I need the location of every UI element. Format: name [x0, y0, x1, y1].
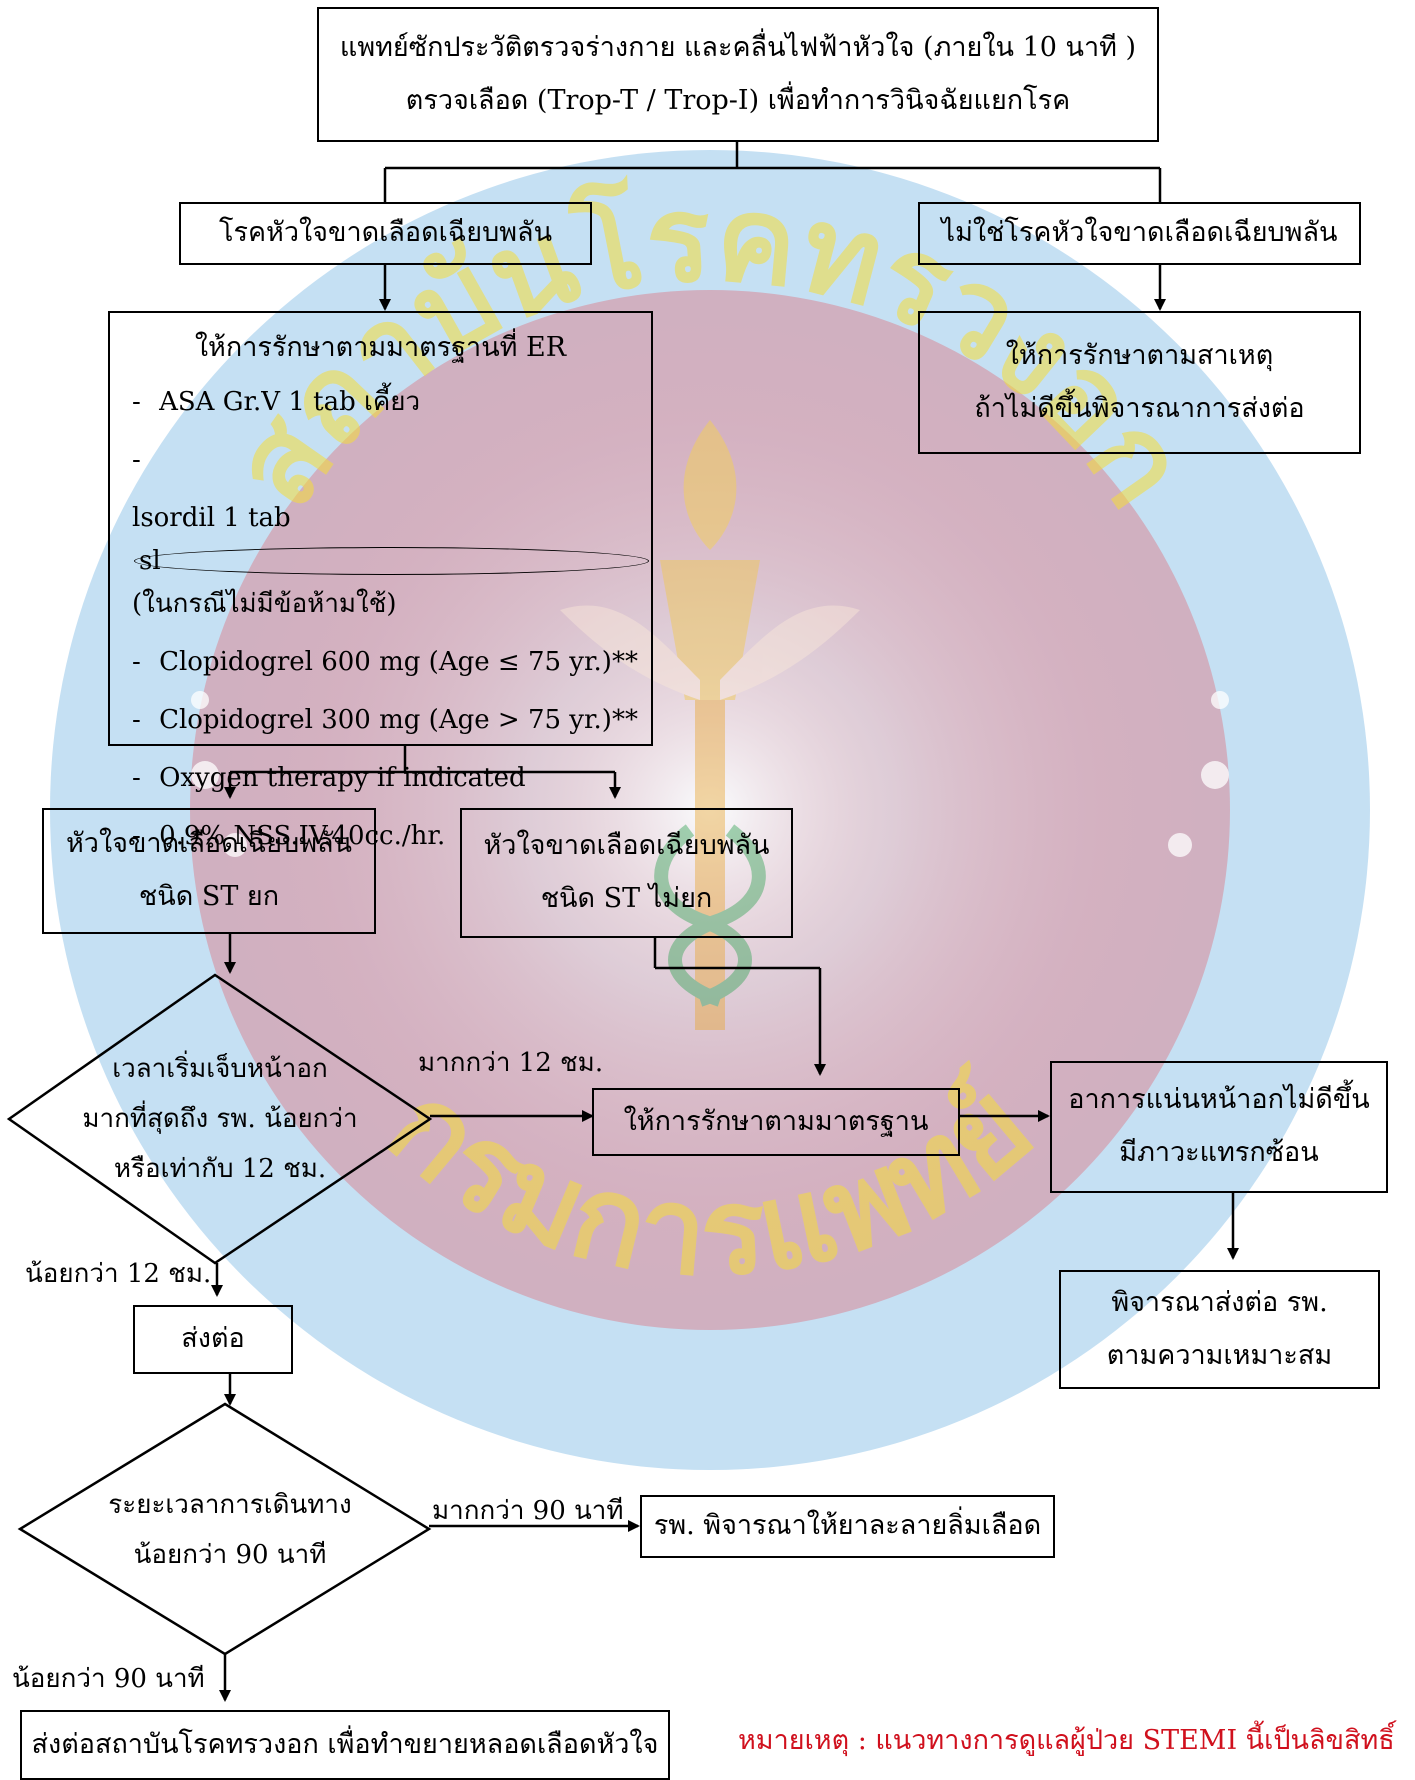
box-refer-label: ส่งต่อ [181, 1323, 245, 1355]
box-nstemi-line1: หัวใจขาดเลือดเฉียบพลัน [483, 830, 770, 862]
box-non-acs-label: ไม่ใช่โรคหัวใจขาดเลือดเฉียบพลัน [941, 217, 1338, 249]
box-history-ecg-line1: แพทย์ซักประวัติตรวจร่างกาย และคลื่นไฟฟ้า… [339, 31, 1137, 63]
box-thrombolytic-label: รพ. พิจารณาให้ยาละลายลิ่มเลือด [653, 1510, 1042, 1542]
er-item-nss: 0.9% NSS.IV.40cc./hr. [132, 807, 651, 865]
er-item-clopidogrel-300: Clopidogrel 300 mg (Age > 75 yr.)** [132, 691, 651, 749]
box-acs: โรคหัวใจขาดเลือดเฉียบพลัน [179, 202, 592, 265]
box-stemi-line1: หัวใจขาดเลือดเฉียบพลัน [65, 828, 353, 860]
er-treatment-list: ASA Gr.V 1 tab เคี้ยว lsordil 1 tab sl (ใน… [110, 373, 651, 865]
er-item-oxygen: Oxygen therapy if indicated [132, 749, 651, 807]
box-acs-label: โรคหัวใจขาดเลือดเฉียบพลัน [218, 217, 553, 249]
edge-label-less-90min: น้อยกว่า 90 นาที [12, 1664, 205, 1694]
box-refer: ส่งต่อ [133, 1305, 293, 1374]
box-consider-refer-line1: พิจารณาส่งต่อ รพ. [1111, 1286, 1328, 1318]
box-thrombolytic: รพ. พิจารณาให้ยาละลายลิ่มเลือด [640, 1495, 1055, 1558]
box-stemi: หัวใจขาดเลือดเฉียบพลัน ชนิด ST ยก [42, 808, 376, 934]
er-item-clopidogrel-600: Clopidogrel 600 mg (Age ≤ 75 yr.)** [132, 633, 651, 691]
box-treat-cause: ให้การรักษาตามสาเหตุ ถ้าไม่ดีขึ้นพิจารณา… [918, 311, 1361, 454]
box-consider-refer: พิจารณาส่งต่อ รพ. ตามความเหมาะสม [1059, 1270, 1380, 1389]
box-consider-refer-line2: ตามความเหมาะสม [1106, 1339, 1333, 1371]
decision-chest-pain-line3: หรือเท่ากับ 12 ชม. [113, 1154, 327, 1184]
decision-travel-time-line1: ระยะเวลาการเดินทาง [108, 1490, 352, 1520]
box-treat-cause-line1: ให้การรักษาตามสาเหตุ [1005, 339, 1274, 371]
decision-chest-pain-line2: มากที่สุดถึง รพ. น้อยกว่า [82, 1104, 358, 1134]
er-item-isordil-note: (ในกรณีไม่มีข้อห้ามใช้) [132, 589, 397, 619]
box-non-acs: ไม่ใช่โรคหัวใจขาดเลือดเฉียบพลัน [918, 202, 1361, 265]
box-not-improve: อาการแน่นหน้าอกไม่ดีขึ้น มีภาวะแทรกซ้อน [1050, 1061, 1388, 1193]
edge-label-less-12h: น้อยกว่า 12 ชม. [25, 1259, 212, 1289]
box-not-improve-line2: มีภาวะแทรกซ้อน [1119, 1137, 1319, 1168]
edge-label-more-12h: มากกว่า 12 ชม. [418, 1048, 604, 1078]
box-nstemi: หัวใจขาดเลือดเฉียบพลัน ชนิด ST ไม่ยก [460, 808, 793, 938]
box-refer-chest-institute: ส่งต่อสถาบันโรคทรวงอก เพื่อทำขยายหลอดเลื… [20, 1710, 670, 1780]
box-history-ecg-line2: ตรวจเลือด (Trop-T / Trop-I) เพื่อทำการวิ… [405, 84, 1071, 116]
sublingual-badge: sl [134, 547, 649, 575]
er-item-isordil-text: lsordil 1 tab [132, 503, 291, 533]
box-stemi-line2: ชนิด ST ยก [138, 881, 280, 912]
decision-chest-pain-line1: เวลาเริ่มเจ็บหน้าอก [112, 1054, 328, 1084]
box-standard-er: ให้การรักษาตามมาตรฐานที่ ER ASA Gr.V 1 t… [108, 311, 653, 851]
decision-travel-time-line2: น้อยกว่า 90 นาที [133, 1540, 327, 1570]
er-item-asa: ASA Gr.V 1 tab เคี้ยว [132, 373, 651, 431]
edge-label-more-90min: มากกว่า 90 นาที [432, 1496, 624, 1526]
box-standard-treatment: ให้การรักษาตามมาตรฐาน [592, 1088, 960, 1156]
er-item-isordil: lsordil 1 tab sl (ในกรณีไม่มีข้อห้ามใช้) [132, 431, 651, 633]
decision-travel-time-text: ระยะเวลาการเดินทาง น้อยกว่า 90 นาที [80, 1480, 380, 1580]
box-history-ecg: แพทย์ซักประวัติตรวจร่างกาย และคลื่นไฟฟ้า… [317, 7, 1159, 142]
decision-chest-pain-text: เวลาเริ่มเจ็บหน้าอก มากที่สุดถึง รพ. น้อ… [60, 1044, 380, 1194]
box-standard-er-title: ให้การรักษาตามมาตรฐานที่ ER [194, 332, 567, 363]
box-treat-cause-line2: ถ้าไม่ดีขึ้นพิจารณาการส่งต่อ [974, 392, 1305, 424]
box-standard-treatment-label: ให้การรักษาตามมาตรฐาน [623, 1105, 929, 1137]
copyright-note: หมายเหตุ : แนวทางการดูแลผู้ป่วย STEMI นี… [738, 1725, 1395, 1756]
box-nstemi-line2: ชนิด ST ไม่ยก [540, 883, 713, 914]
box-not-improve-line1: อาการแน่นหน้าอกไม่ดีขึ้น [1068, 1084, 1370, 1116]
box-refer-chest-institute-label: ส่งต่อสถาบันโรคทรวงอก เพื่อทำขยายหลอดเลื… [31, 1728, 659, 1760]
